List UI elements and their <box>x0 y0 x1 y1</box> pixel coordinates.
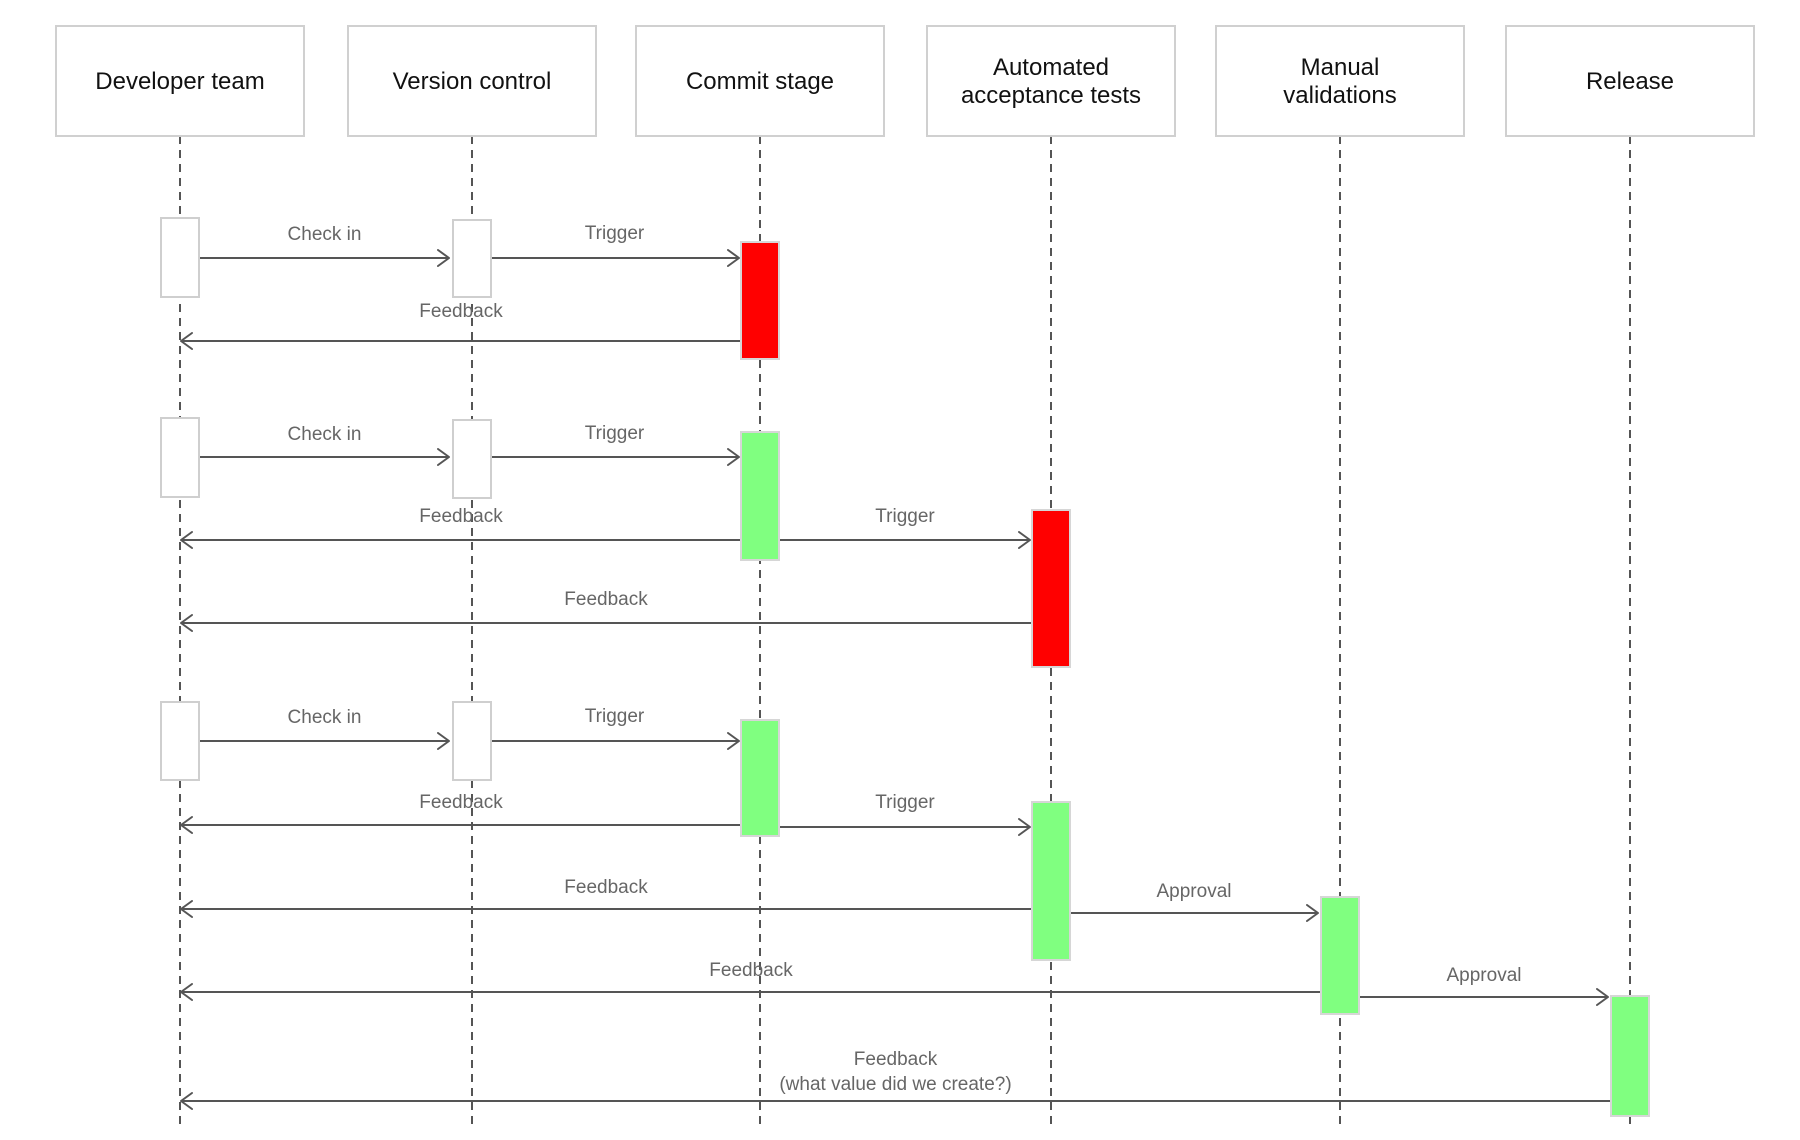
participant-label-manual: Manual <box>1301 54 1380 81</box>
message-label: Feedback <box>419 792 503 813</box>
activation-vcs-neutral <box>452 219 492 298</box>
arrow-head-icon <box>1306 904 1319 922</box>
arrow-head-icon <box>437 732 450 750</box>
message-commit-to-dev: Feedback <box>180 792 741 834</box>
participant-headers: Developer team Version control Commit stag… <box>55 25 1755 137</box>
participant-label-dev: Developer team <box>95 68 264 95</box>
activation-commit-failure <box>740 241 780 360</box>
message-label: Check in <box>288 424 362 445</box>
message-vcs-to-commit: Trigger <box>490 423 740 466</box>
arrow-head-icon <box>1018 531 1031 549</box>
arrow-head-icon <box>180 816 193 834</box>
message-vcs-to-commit: Trigger <box>490 706 740 750</box>
message-label: Approval <box>1157 881 1232 902</box>
message-label: Trigger <box>585 706 645 727</box>
message-label: Feedback <box>419 301 503 322</box>
message-label: Feedback <box>709 960 793 981</box>
participant-box-aat <box>926 25 1176 137</box>
message-label: Feedback <box>564 589 648 610</box>
activation-dev-neutral <box>160 701 200 781</box>
activation-aat-success <box>1031 801 1071 961</box>
participant-label-manual: validations <box>1283 82 1396 109</box>
arrow-head-icon <box>727 448 740 466</box>
message-label: Check in <box>288 707 362 728</box>
message-label: Trigger <box>585 423 645 444</box>
participant-box-dev <box>55 25 305 137</box>
message-aat-to-dev: Feedback <box>180 877 1031 918</box>
activation-release-success <box>1610 995 1650 1117</box>
participant-label-commit: Commit stage <box>686 68 834 95</box>
participant-box-release <box>1505 25 1755 137</box>
message-dev-to-vcs: Check in <box>200 707 450 750</box>
activation-manual-success <box>1320 896 1360 1015</box>
participant-label-release: Release <box>1586 68 1674 95</box>
activation-commit-success <box>740 431 780 561</box>
arrow-head-icon <box>180 983 193 1001</box>
message-manual-to-release: Approval <box>1360 965 1609 1006</box>
message-release-to-dev: Feedback (what value did we create?) <box>180 1049 1610 1110</box>
arrow-head-icon <box>1018 818 1031 836</box>
activation-dev-neutral <box>160 217 200 298</box>
participant-box-vcs <box>347 25 597 137</box>
message-aat-to-manual: Approval <box>1070 881 1319 922</box>
message-label: Trigger <box>875 792 935 813</box>
arrow-head-icon <box>727 249 740 267</box>
lifelines <box>179 136 1631 1124</box>
message-vcs-to-commit: Trigger <box>490 223 740 267</box>
participant-label-aat: acceptance tests <box>961 82 1141 109</box>
message-aat-to-dev: Feedback <box>180 589 1031 632</box>
activation-commit-success <box>740 719 780 837</box>
message-dev-to-vcs: Check in <box>200 224 450 267</box>
message-label: (what value did we create?) <box>779 1074 1011 1095</box>
message-dev-to-vcs: Check in <box>200 424 450 466</box>
message-label: Trigger <box>585 223 645 244</box>
arrow-head-icon <box>180 1092 193 1110</box>
participant-label-aat: Automated <box>993 54 1109 81</box>
activation-dev-neutral <box>160 417 200 498</box>
arrow-head-icon <box>180 332 193 350</box>
message-commit-to-aat: Trigger <box>780 506 1031 549</box>
activation-vcs-neutral <box>452 701 492 781</box>
participant-label-vcs: Version control <box>393 68 552 95</box>
participant-box-manual <box>1215 25 1465 137</box>
message-label: Feedback <box>419 506 503 527</box>
message-label: Feedback <box>854 1049 938 1070</box>
message-label: Feedback <box>564 877 648 898</box>
message-commit-to-dev: Feedback <box>180 301 741 350</box>
arrow-head-icon <box>180 900 193 918</box>
arrow-head-icon <box>437 249 450 267</box>
message-commit-to-aat: Trigger <box>780 792 1031 836</box>
arrow-head-icon <box>727 732 740 750</box>
arrow-head-icon <box>437 448 450 466</box>
arrow-head-icon <box>180 614 193 632</box>
message-label: Trigger <box>875 506 935 527</box>
arrow-head-icon <box>1596 988 1609 1006</box>
message-label: Approval <box>1447 965 1522 986</box>
message-commit-to-dev: Feedback <box>180 506 741 549</box>
activation-vcs-neutral <box>452 419 492 499</box>
arrow-head-icon <box>180 531 193 549</box>
activations <box>160 217 1650 1117</box>
message-manual-to-dev: Feedback <box>180 960 1321 1001</box>
activation-aat-failure <box>1031 509 1071 668</box>
participant-box-commit <box>635 25 885 137</box>
message-label: Check in <box>288 224 362 245</box>
